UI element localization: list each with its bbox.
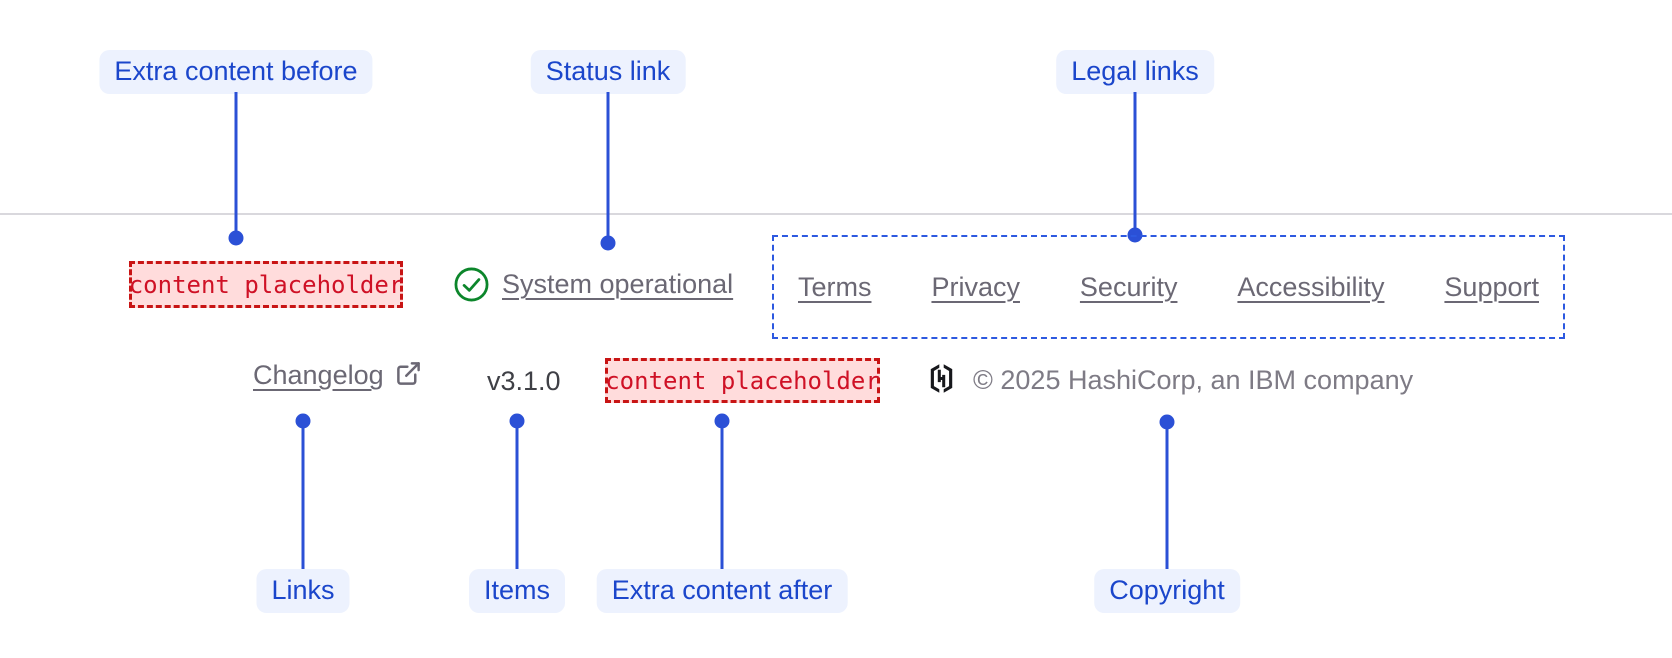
callout-connector xyxy=(720,421,724,569)
callout-connector xyxy=(1165,422,1169,569)
callout-connector xyxy=(515,421,519,569)
callout-copyright: Copyright xyxy=(1094,569,1240,613)
legal-link-support[interactable]: Support xyxy=(1444,271,1539,302)
status-link-label[interactable]: System operational xyxy=(502,269,734,299)
callout-dot xyxy=(600,235,616,251)
legal-link-terms[interactable]: Terms xyxy=(798,271,872,302)
extra-content-before-placeholder: content placeholder xyxy=(129,261,403,308)
callout-status-link: Status link xyxy=(530,50,686,94)
footer-top-divider xyxy=(0,213,1672,215)
changelog-link-label: Changelog xyxy=(253,360,384,390)
callout-extra-content-before: Extra content before xyxy=(99,50,373,94)
legal-links-group: Terms Privacy Security Accessibility Sup… xyxy=(772,235,1565,339)
callout-legal-links: Legal links xyxy=(1056,50,1214,94)
placeholder-text: content placeholder xyxy=(605,366,880,395)
callout-connector xyxy=(234,92,238,238)
external-link-icon xyxy=(395,362,422,387)
callout-extra-content-after: Extra content after xyxy=(596,569,848,613)
placeholder-text: content placeholder xyxy=(128,270,404,299)
copyright-text: © 2025 HashiCorp, an IBM company xyxy=(973,365,1414,395)
legal-link-accessibility[interactable]: Accessibility xyxy=(1237,271,1385,302)
callout-dot xyxy=(228,230,244,246)
extra-content-after-placeholder: content placeholder xyxy=(605,358,880,403)
callout-connector xyxy=(1133,92,1137,235)
version-label: v3.1.0 xyxy=(487,366,561,396)
check-circle-icon xyxy=(453,266,490,303)
status-link[interactable]: System operational xyxy=(453,266,733,303)
legal-link-security[interactable]: Security xyxy=(1079,271,1178,302)
changelog-link[interactable]: Changelog xyxy=(253,360,422,391)
callout-links: Links xyxy=(256,569,350,613)
callout-connector xyxy=(606,92,610,243)
legal-link-privacy[interactable]: Privacy xyxy=(931,271,1020,302)
callout-items: Items xyxy=(468,569,566,613)
callout-connector xyxy=(301,421,305,569)
